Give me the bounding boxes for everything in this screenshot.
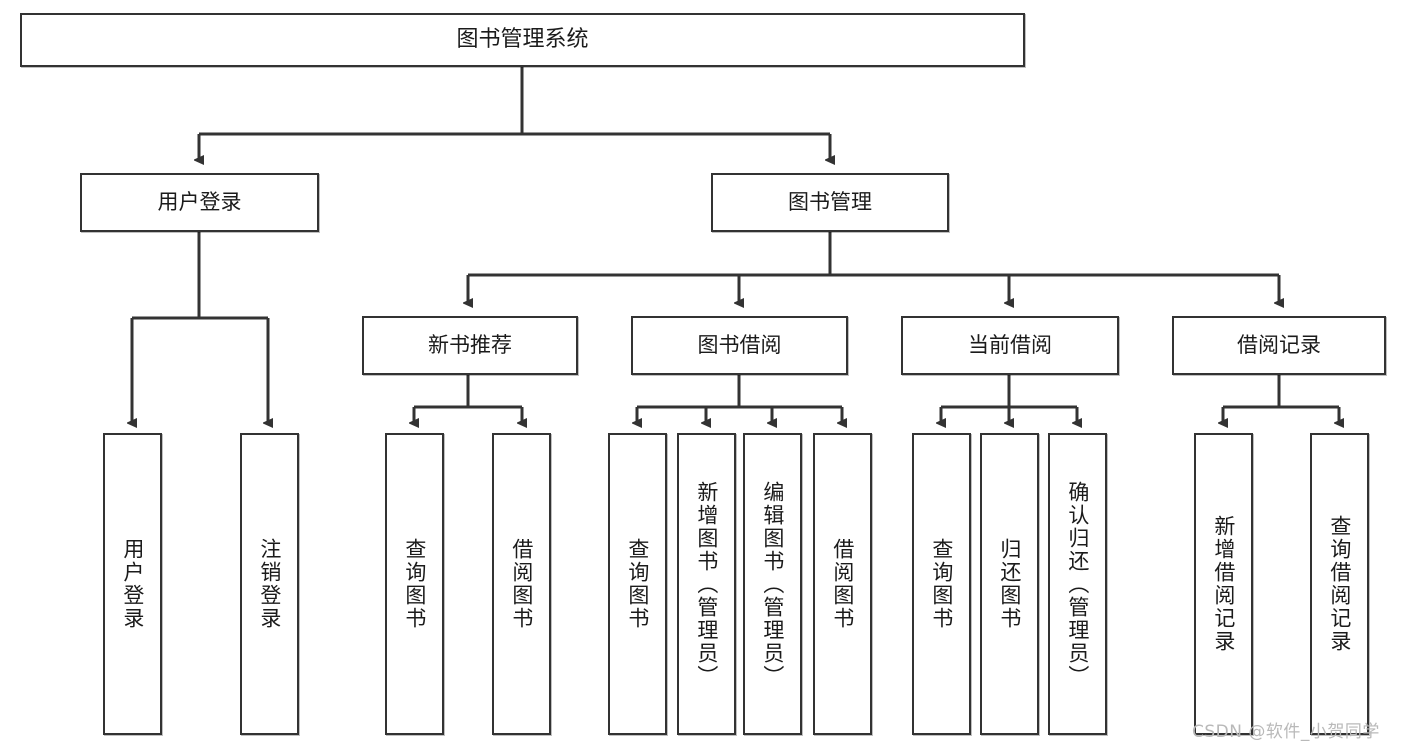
node-book-management-label: 图书管理 [788,190,872,215]
node-book-management[interactable]: 图书管理 [711,173,949,232]
node-leaf-label: 编辑图书（管理员） [760,480,785,688]
node-leaf-borrow-borrow-book[interactable]: 借阅图书 [813,433,872,735]
node-current-borrow-label: 当前借阅 [968,333,1052,358]
node-leaf-borrow-query-book[interactable]: 查询图书 [608,433,667,735]
node-root-system[interactable]: 图书管理系统 [20,13,1025,67]
node-leaf-newbook-query-book[interactable]: 查询图书 [385,433,444,735]
node-leaf-newbook-borrow-book[interactable]: 借阅图书 [492,433,551,735]
node-leaf-current-confirm-return-admin[interactable]: 确认归还（管理员） [1048,433,1107,735]
node-leaf-record-add-record[interactable]: 新增借阅记录 [1194,433,1253,735]
node-leaf-label: 借阅图书 [509,538,534,630]
node-borrow-record[interactable]: 借阅记录 [1172,316,1386,375]
node-leaf-label: 新增借阅记录 [1211,515,1236,653]
node-leaf-label: 归还图书 [997,538,1022,630]
node-leaf-user-login-signin[interactable]: 用户登录 [103,433,162,735]
node-book-borrow-label: 图书借阅 [697,333,782,358]
node-leaf-label: 注销登录 [257,538,282,630]
node-new-book-recommend[interactable]: 新书推荐 [362,316,578,375]
node-user-login[interactable]: 用户登录 [80,173,319,232]
node-user-login-label: 用户登录 [157,190,242,215]
node-new-book-recommend-label: 新书推荐 [428,333,512,358]
node-leaf-user-login-signout[interactable]: 注销登录 [240,433,299,735]
node-leaf-label: 确认归还（管理员） [1065,480,1090,688]
node-leaf-label: 用户登录 [120,538,145,630]
node-leaf-record-query-record[interactable]: 查询借阅记录 [1310,433,1369,735]
node-leaf-current-return-book[interactable]: 归还图书 [980,433,1039,735]
node-leaf-borrow-add-book-admin[interactable]: 新增图书（管理员） [677,433,736,735]
node-root-label: 图书管理系统 [456,27,589,53]
node-leaf-label: 查询图书 [402,538,427,630]
node-leaf-label: 查询借阅记录 [1327,515,1352,653]
node-leaf-borrow-edit-book-admin[interactable]: 编辑图书（管理员） [743,433,802,735]
node-borrow-record-label: 借阅记录 [1237,333,1321,358]
node-leaf-label: 查询图书 [929,538,954,630]
node-leaf-label: 新增图书（管理员） [694,480,719,688]
node-book-borrow[interactable]: 图书借阅 [631,316,848,375]
node-leaf-label: 查询图书 [625,538,650,630]
node-current-borrow[interactable]: 当前借阅 [901,316,1119,375]
watermark: CSDN @软件_小贺同学 [1192,722,1380,742]
node-leaf-current-query-book[interactable]: 查询图书 [912,433,971,735]
node-leaf-label: 借阅图书 [830,538,855,630]
